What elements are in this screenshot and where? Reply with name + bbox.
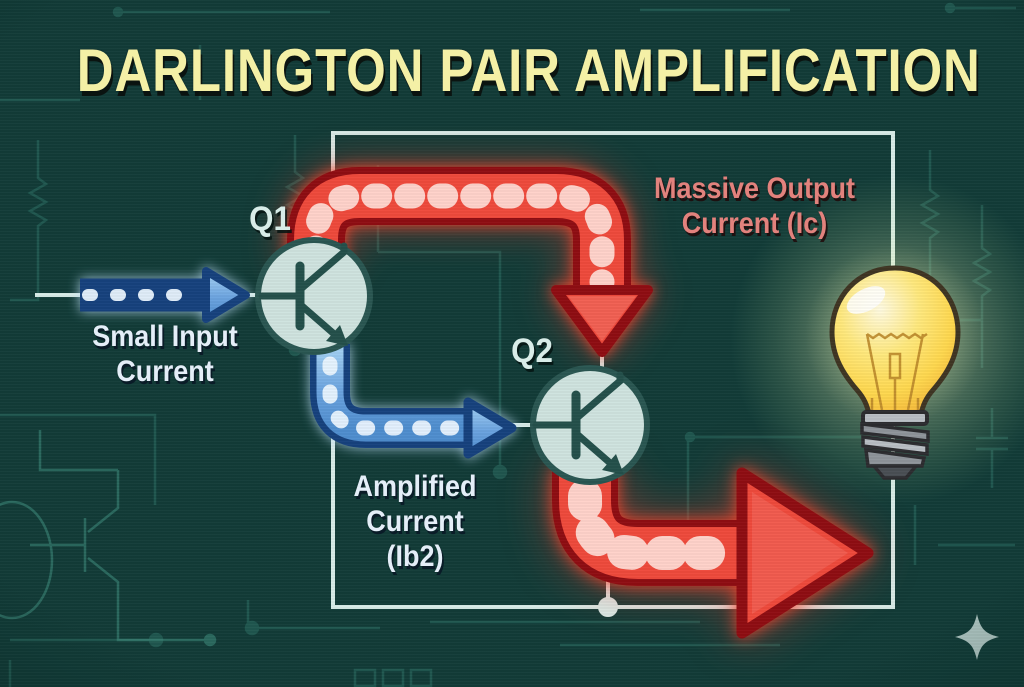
- small-input-line1: Small Input: [92, 320, 238, 353]
- small-input-current-label: Small Input Current: [57, 320, 273, 390]
- massive-output-current-label: Massive Output Current (Ic): [626, 172, 883, 242]
- small-input-arrow: [80, 267, 250, 323]
- page-title: DARLINGTON PAIR AMPLIFICATION: [76, 37, 981, 104]
- amplified-line2: Current: [366, 504, 464, 538]
- massive-line2: Current (Ic): [681, 206, 828, 240]
- small-input-line2: Current: [116, 354, 214, 388]
- amplified-current-label: Amplified Current (Ib2): [316, 470, 514, 574]
- sparkle-icon: [955, 614, 999, 660]
- amplified-line3: (Ib2): [386, 539, 444, 573]
- q2-transistor-label: Q2: [511, 332, 553, 370]
- q1-transistor: [255, 237, 373, 355]
- massive-line1: Massive Output: [653, 172, 856, 205]
- background-circuit-pattern-bright: [0, 430, 217, 647]
- amplified-current-arrow: [310, 344, 517, 459]
- q1-transistor-label: Q1: [249, 200, 291, 238]
- junction-node: [598, 597, 618, 617]
- q2-transistor: [530, 365, 650, 485]
- amplified-line1: Amplified: [353, 470, 477, 503]
